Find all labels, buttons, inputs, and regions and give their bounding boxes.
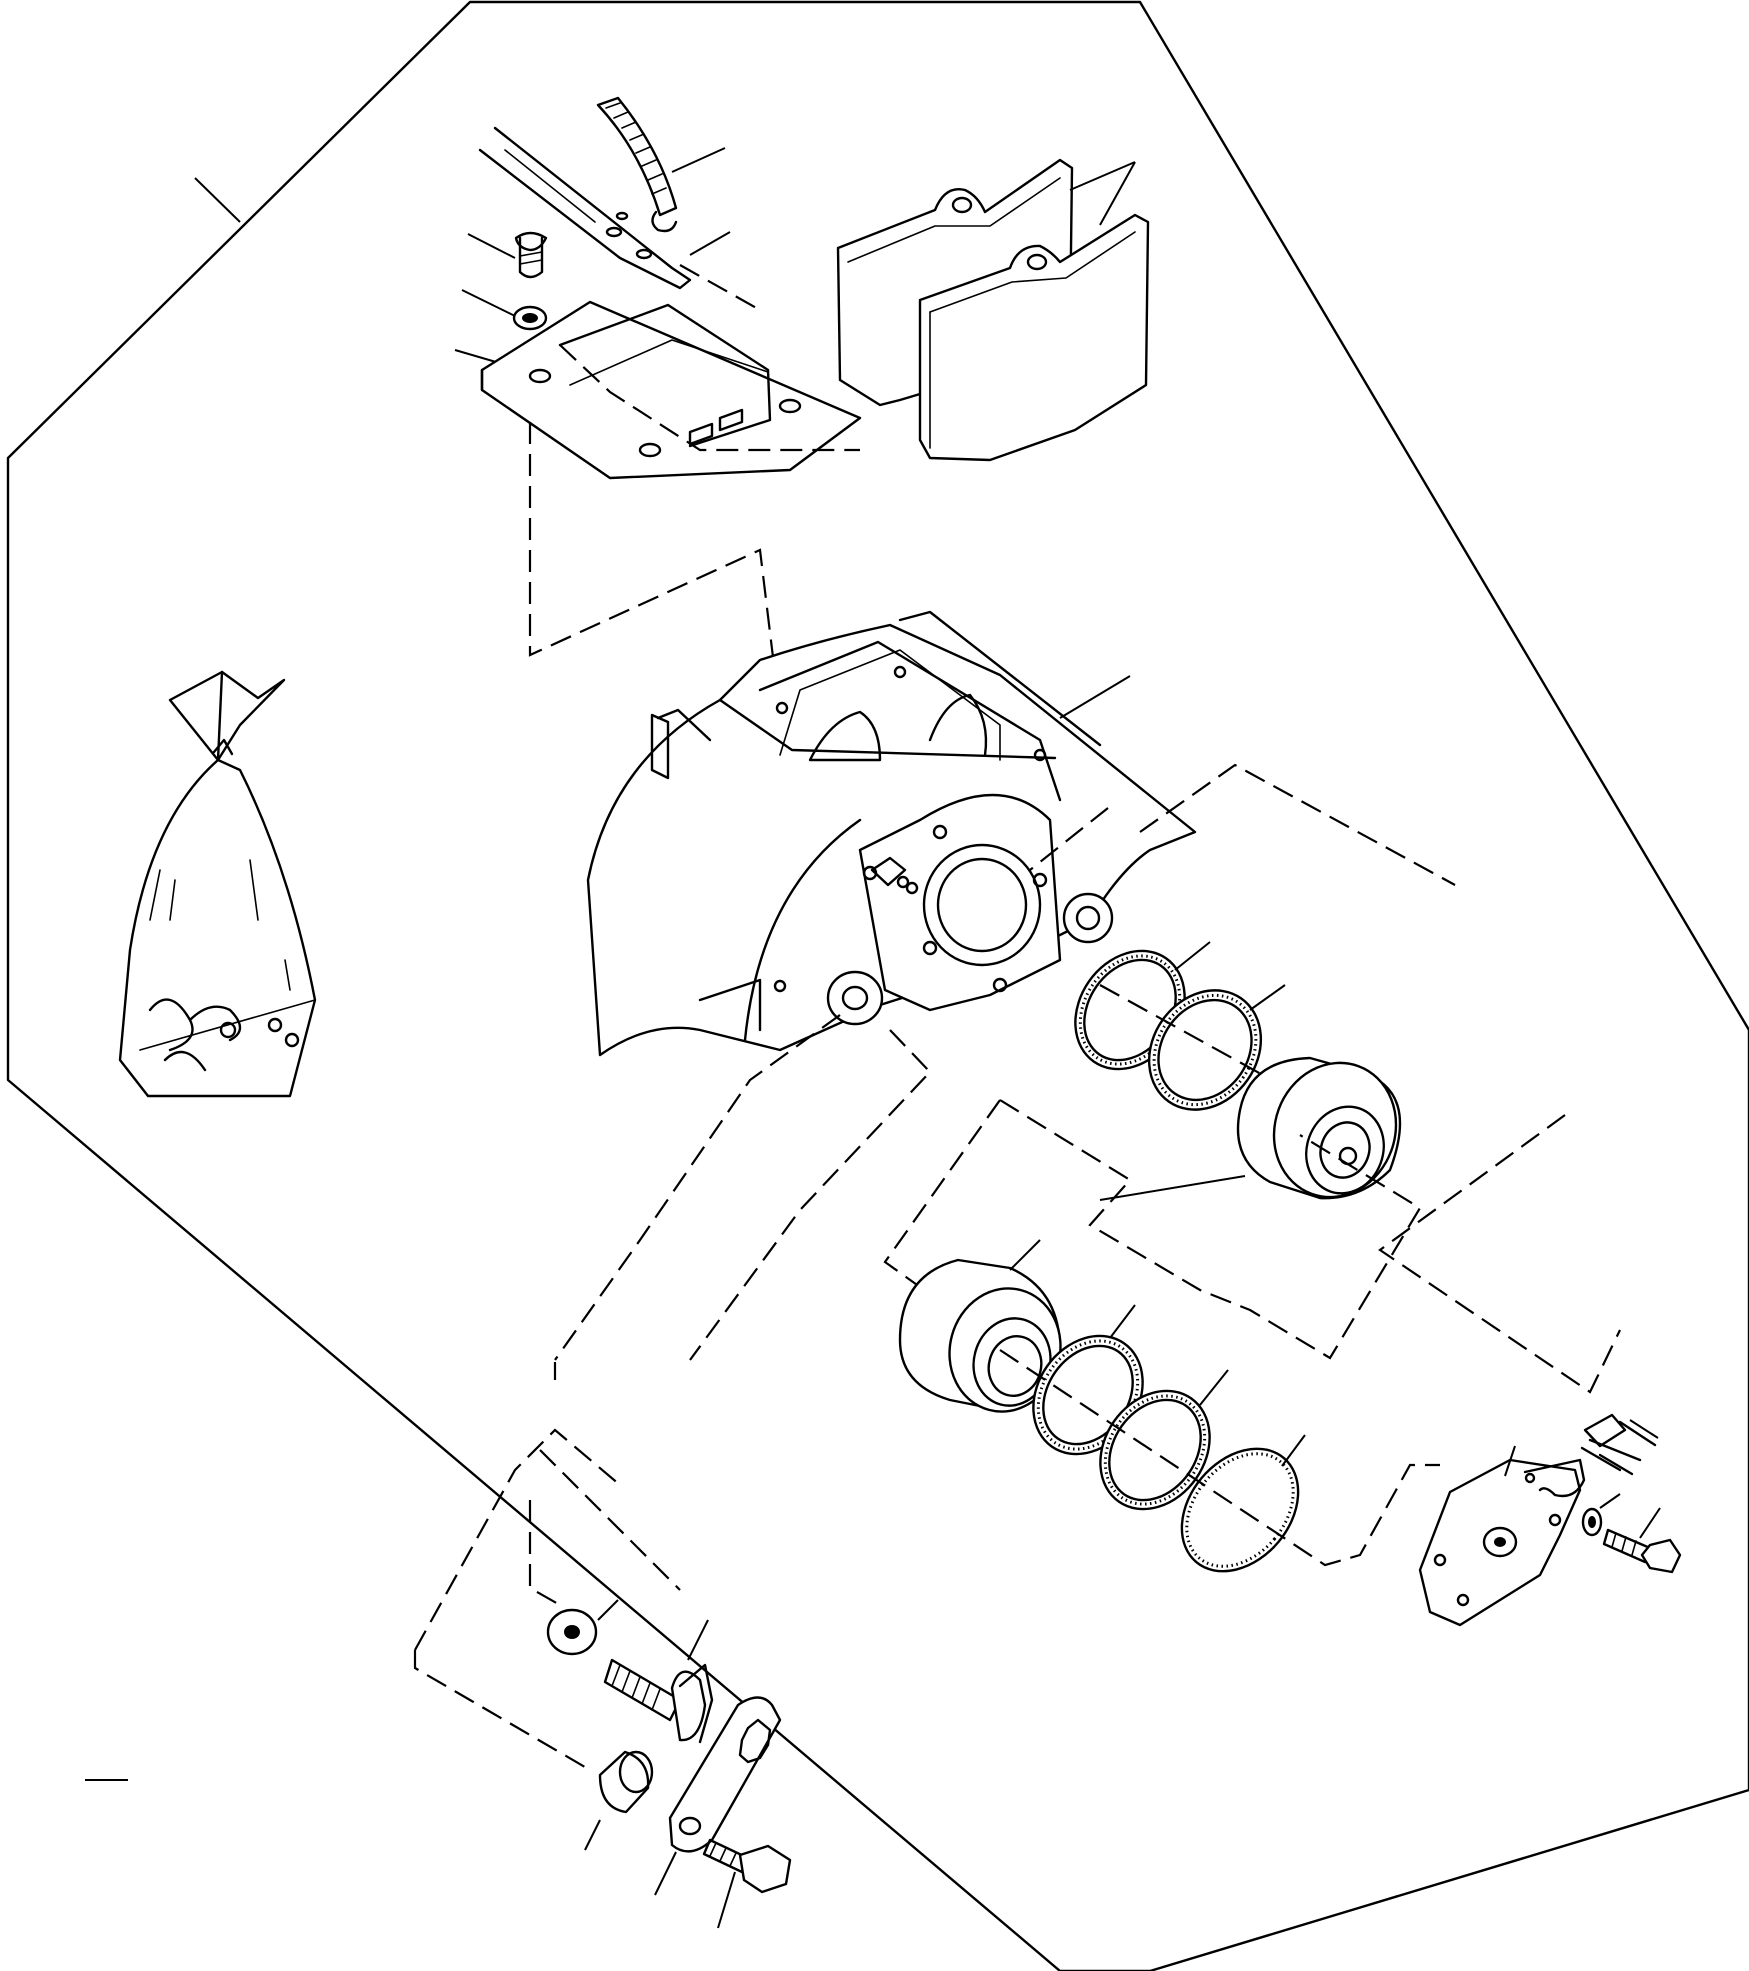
piston-upper [1236,1056,1402,1200]
anti-rattle-spring [596,96,678,233]
leader-bolt [467,233,516,259]
o-ring [1180,1447,1300,1573]
leader-cap-bolt [1639,1507,1661,1539]
leader-tab-bolt [717,1871,736,1929]
phantom-cover-caliper [528,422,782,716]
leader-o-ring [1281,1434,1306,1467]
leader-boot-upper [1249,984,1286,1011]
guide-pin-bolt [603,1658,714,1744]
leader-guide-pin [687,1619,709,1661]
tab-bolt [702,1838,792,1894]
leader-spring [671,147,726,173]
leader-kit [194,177,241,223]
caliper-body [586,610,1197,1057]
phantom-seal-axis [1099,984,1291,1091]
leader-piston-lower [1009,1239,1041,1271]
cover-bolt [514,231,548,279]
leader-guide-washer [597,1599,619,1621]
cover-phantom-2 [679,264,761,311]
phantom-lower-guides [413,1014,932,1771]
phantom-lower-axis [999,1349,1440,1567]
cap-washer [1581,1507,1603,1537]
leader-washer [461,289,516,317]
end-cap [1418,1458,1586,1627]
kit-boundary [6,0,1749,1971]
guide-washer [546,1608,598,1656]
bleed-nipple [1580,1413,1657,1476]
locking-tab [668,1696,782,1853]
leader-bleed-nipple [1629,1419,1659,1439]
leader-bushing [584,1819,601,1851]
leader-seal-upper [1174,941,1211,971]
cover-washer [512,305,548,331]
phantom-right-box [1029,763,1621,1394]
leader-strip [689,231,731,256]
leader-seal-lower [1109,1304,1136,1339]
cover-phantom-1 [559,344,860,452]
parts-bag [118,670,317,1098]
leader-cap-washer [1599,1493,1621,1509]
leader-pads-2 [1099,161,1136,226]
cover-plate [480,300,862,480]
leader-locking-tab [654,1851,677,1896]
leader-pads-1 [1069,161,1136,191]
leader-caliper [1059,675,1131,719]
pad-retainer-strip [478,126,692,290]
leader-end-cap [1504,1445,1516,1477]
phantom-pin-upper [528,1449,681,1606]
leader-boot-lower [1199,1369,1229,1406]
guide-bushing [598,1750,654,1814]
cap-bolt [1602,1528,1682,1574]
leader-pistons [1099,1175,1246,1201]
phantom-piston-bracket [883,1099,1422,1360]
brake-pad-front [918,213,1150,462]
